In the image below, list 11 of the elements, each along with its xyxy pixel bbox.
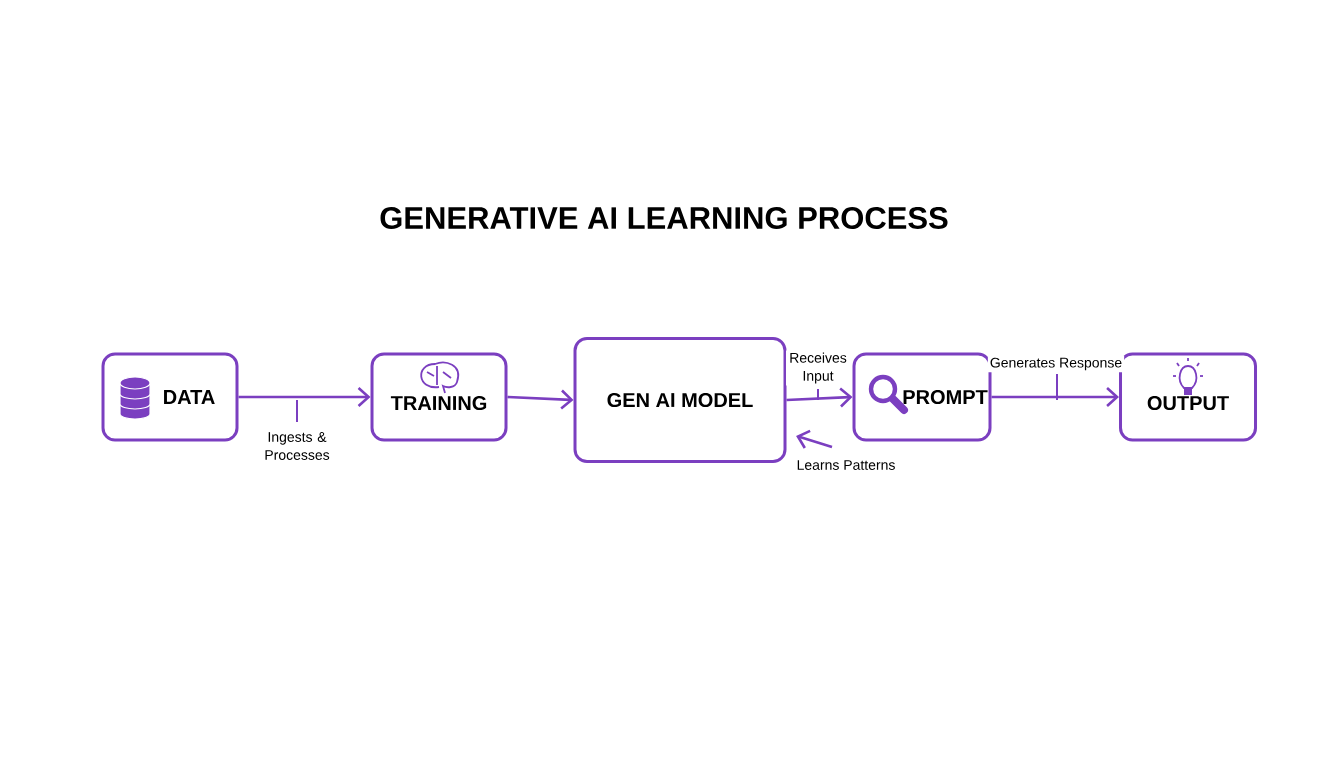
edge-label: Ingests & Processes: [261, 430, 333, 462]
arrow: [786, 387, 853, 408]
arrow: [796, 429, 833, 449]
edge-label: Learns Patterns: [794, 458, 898, 472]
process-box: TRAINING: [370, 352, 508, 442]
process-box: GEN AI MODEL: [573, 337, 787, 463]
edge-label: Receives Input: [786, 350, 850, 386]
title: GENERATIVE AI LEARNING PROCESS: [380, 207, 948, 229]
arrow: [507, 389, 574, 410]
arrow: [991, 387, 1119, 407]
arrow: [238, 387, 371, 407]
